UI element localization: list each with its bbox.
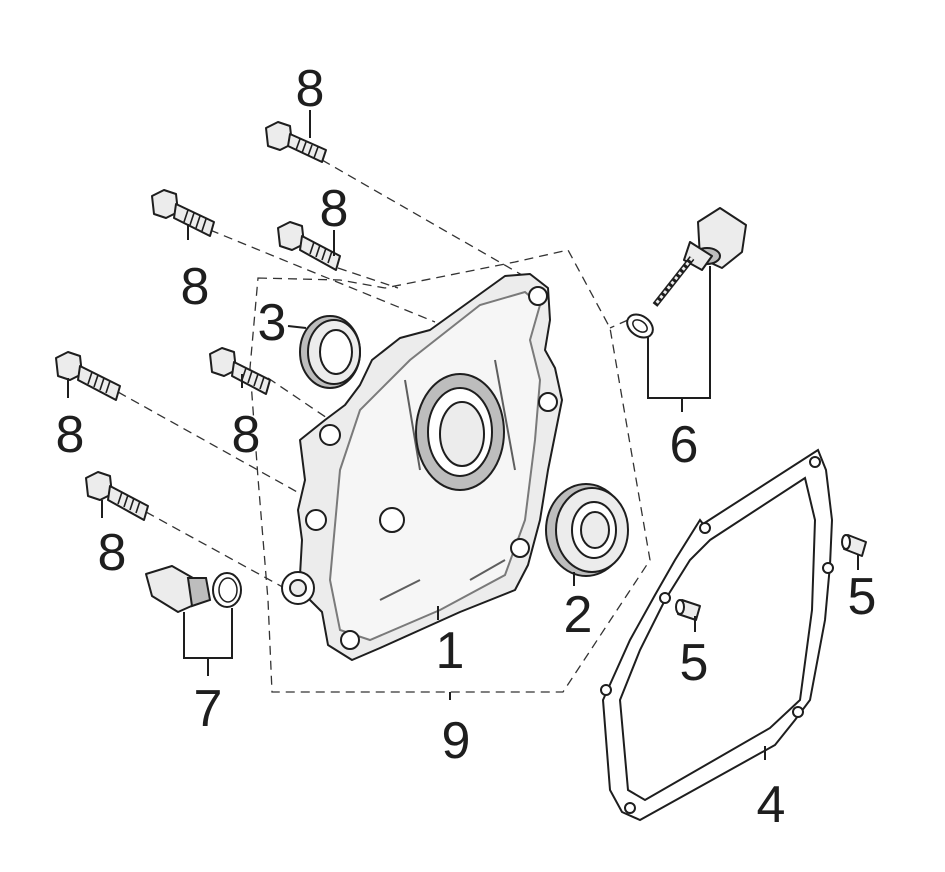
gasket (600, 448, 834, 822)
drain-plug-washer (212, 572, 242, 608)
callout-6: 6 (670, 416, 699, 474)
callout-8-top: 8 (296, 60, 325, 118)
dipstick-washer (626, 313, 654, 339)
bolt-upper-left (151, 189, 215, 237)
callout-4: 4 (757, 776, 786, 834)
assembly-boundary (249, 249, 651, 693)
callout-8-upper-left: 8 (181, 258, 210, 316)
leader-lines (67, 110, 859, 760)
callout-8-middle-left: 8 (56, 406, 85, 464)
oil-seal (299, 315, 361, 389)
dowel-pin-right (841, 534, 867, 557)
callout-9: 9 (442, 712, 471, 770)
crankcase-cover (281, 273, 563, 661)
callout-5-right: 5 (848, 568, 877, 626)
callout-5-center: 5 (680, 634, 709, 692)
bolt-alignment-lines (117, 159, 629, 591)
callout-7: 7 (194, 680, 223, 738)
bearing (545, 483, 629, 577)
callout-8-lower-left: 8 (98, 524, 127, 582)
dipstick (652, 207, 747, 307)
callout-2: 2 (564, 586, 593, 644)
callout-8-upper-center: 8 (320, 180, 349, 238)
bolt-lower-left (85, 471, 149, 521)
callout-1: 1 (436, 622, 465, 680)
bolt-top (265, 121, 327, 163)
drain-plug (145, 565, 212, 613)
bolt-middle-left (55, 351, 121, 401)
callout-3: 3 (258, 294, 287, 352)
bolt-middle-center (209, 347, 271, 395)
callout-8-middle-center: 8 (232, 406, 261, 464)
bolt-upper-center (277, 221, 341, 271)
